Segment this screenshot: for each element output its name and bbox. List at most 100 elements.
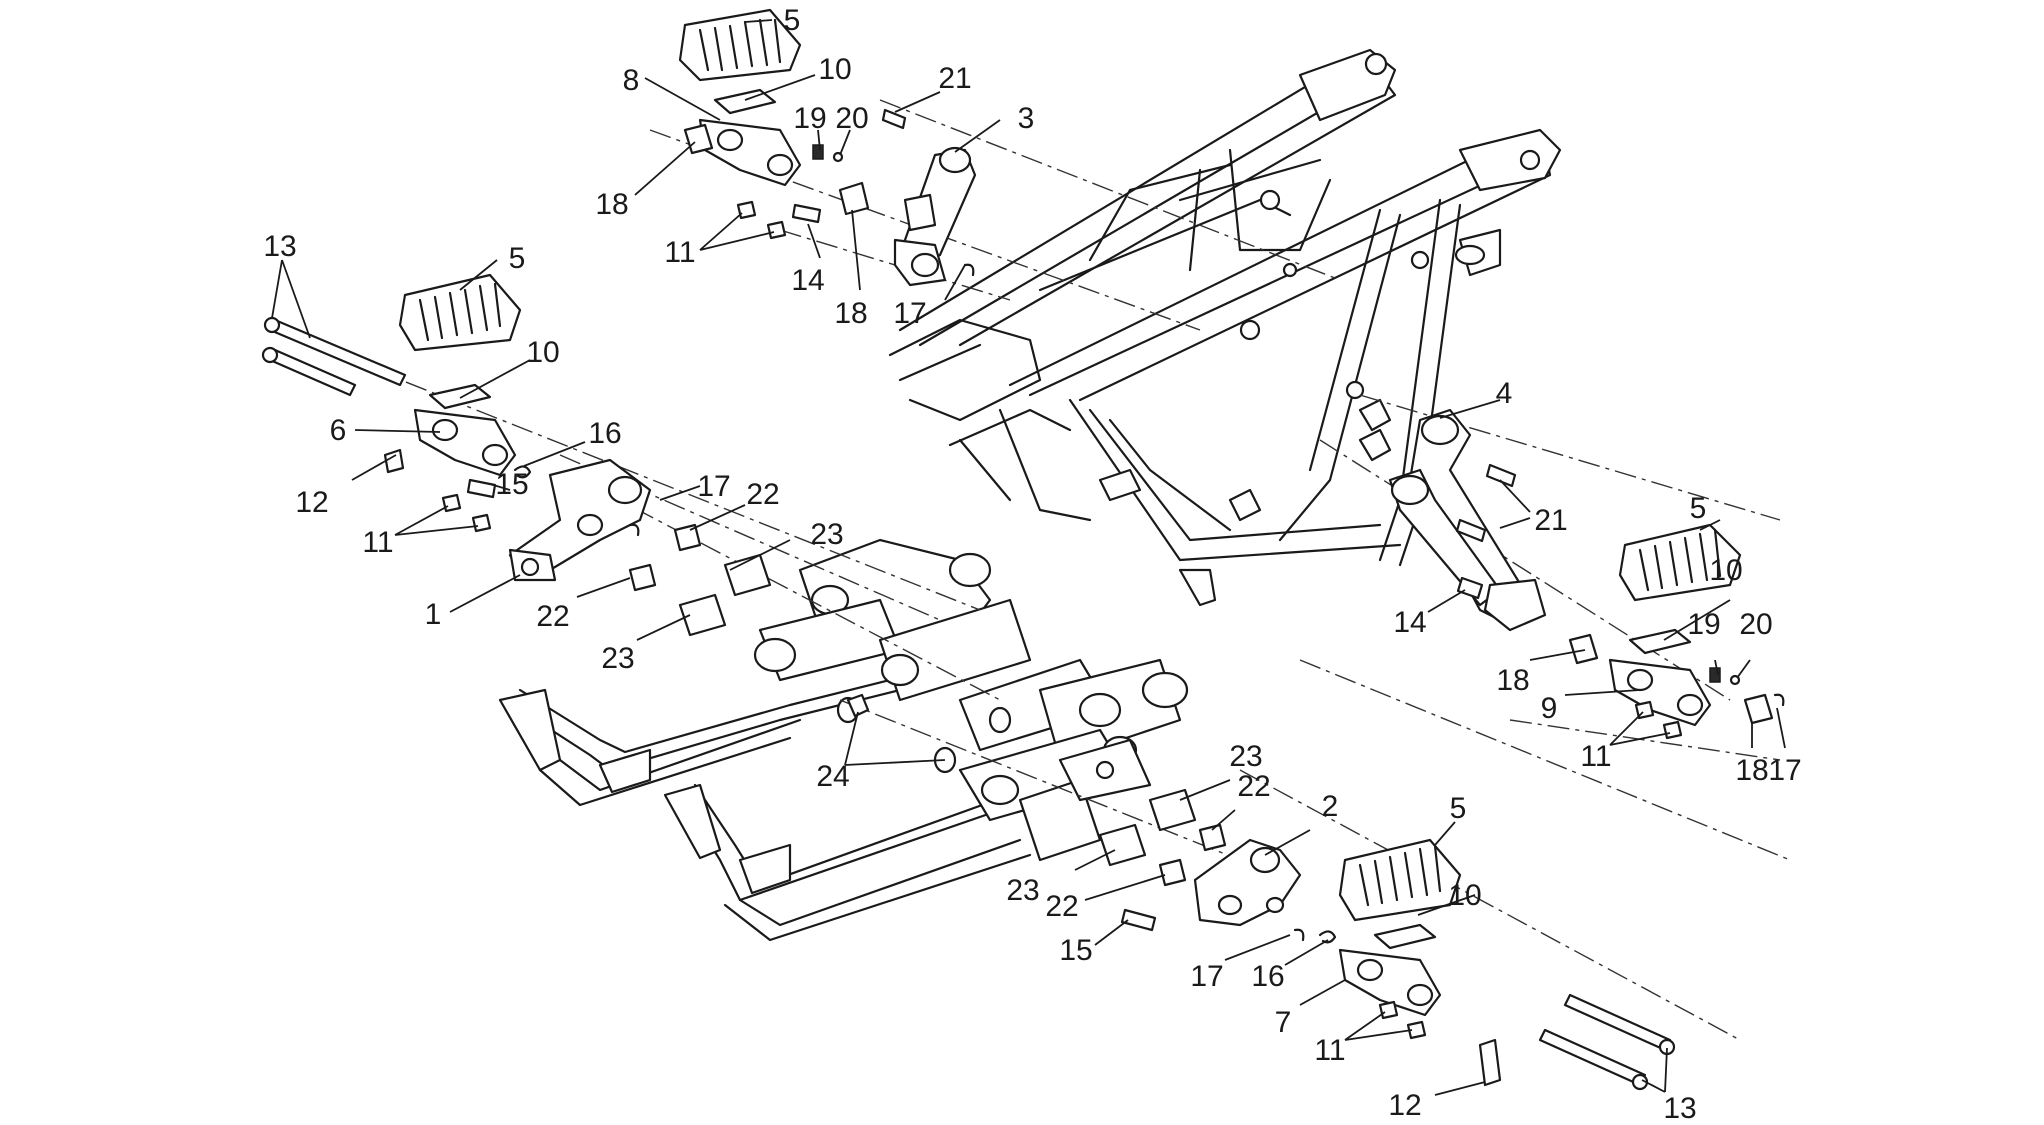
callout-label: 1 (425, 598, 442, 631)
circlip-17-right (1773, 693, 1785, 707)
screw-11-left-a (441, 493, 462, 513)
callout-label: 5 (1450, 792, 1467, 825)
callout-label: 16 (1251, 960, 1284, 993)
callout-label: 13 (263, 230, 296, 263)
screw-11-top-a (736, 200, 757, 220)
footpeg-rubber-left (398, 273, 522, 352)
bushing-22-b (628, 563, 657, 592)
sleeve-23-a (723, 553, 772, 597)
callout-label: 17 (1768, 754, 1801, 787)
circlip-17-bottom (1293, 928, 1305, 942)
callout-label: 4 (1496, 377, 1513, 410)
callout-label: 23 (601, 642, 634, 675)
sleeve-23-d (1098, 823, 1147, 867)
callout-label: 11 (1314, 1034, 1345, 1067)
pin-12-bottom (1478, 1038, 1502, 1087)
callout-label: 21 (1534, 504, 1567, 537)
callout-label: 11 (1580, 740, 1611, 773)
clip-16-bottom (1318, 930, 1337, 944)
callout-label: 18 (834, 297, 867, 330)
lever-1 (508, 458, 652, 582)
callout-label: 15 (495, 468, 528, 501)
pin-12-left (383, 448, 405, 474)
callout-label: 22 (536, 600, 569, 633)
screw-11-bottom-b (1406, 1020, 1427, 1040)
callout-label: 17 (893, 297, 926, 330)
callout-label: 10 (1709, 554, 1742, 587)
callout-label: 21 (938, 62, 971, 95)
callout-label: 18 (1735, 754, 1768, 787)
callout-label: 5 (784, 4, 801, 37)
clip-18-right-lower (1743, 693, 1774, 725)
nut-24 (846, 693, 870, 718)
callout-label: 24 (816, 760, 849, 793)
pin-14-top (791, 203, 822, 224)
callout-label: 17 (697, 470, 730, 503)
callout-label: 12 (295, 486, 328, 519)
callout-label: 22 (1045, 890, 1078, 923)
circlip-17-top (963, 263, 975, 277)
callout-label: 8 (623, 64, 640, 97)
sleeve-23-b (678, 593, 727, 637)
callout-label: 18 (595, 188, 628, 221)
callout-label: 23 (1006, 874, 1039, 907)
callout-label: 20 (835, 102, 868, 135)
callout-label: 20 (1739, 608, 1772, 641)
spring-19-top (812, 144, 824, 160)
rod-13-right-b (1563, 993, 1672, 1052)
callout-label: 23 (810, 518, 843, 551)
footpeg-bracket-6 (413, 408, 517, 477)
screw-11-right-b (1662, 720, 1683, 740)
callout-label: 14 (791, 264, 824, 297)
clip-18-right (1568, 633, 1599, 665)
callout-label: 6 (330, 414, 347, 447)
bushing-22-d (1158, 858, 1187, 887)
lower-subframe (498, 538, 1189, 942)
callout-label: 7 (1275, 1006, 1292, 1039)
footpeg-rubber-top (678, 8, 802, 82)
bushing-22-c (1198, 823, 1227, 852)
leader-lines (271, 19, 1786, 1096)
callout-labels: 5 10 8 21 19 20 3 18 11 14 18 17 13 5 10… (263, 4, 1801, 1125)
bolt-21-right-b (1455, 518, 1487, 543)
callout-label: 23 (1229, 740, 1262, 773)
footpeg-bracket-7 (1338, 948, 1442, 1017)
spring-19-right (1709, 667, 1721, 683)
callout-label: 16 (588, 417, 621, 450)
callout-label: 3 (1018, 102, 1035, 135)
footpeg-bracket-8 (698, 118, 802, 187)
plate-bottom (1373, 923, 1437, 950)
pin-14-right (1456, 576, 1484, 600)
hanger-4 (1388, 408, 1547, 632)
callout-label: 11 (664, 236, 695, 269)
callout-label: 17 (1190, 960, 1223, 993)
lever-2 (1193, 838, 1302, 927)
bolt-21-right-a (1485, 463, 1517, 488)
callout-label: 2 (1322, 790, 1339, 823)
callout-label: 12 (1388, 1089, 1421, 1122)
screw-11-left-b (471, 513, 492, 533)
callout-label: 9 (1541, 692, 1558, 725)
callout-label: 5 (509, 242, 526, 275)
callout-label: 22 (1237, 770, 1270, 803)
callout-label: 11 (362, 526, 393, 559)
rod-13-left-long (268, 318, 407, 387)
callout-label: 10 (818, 53, 851, 86)
hanger-3 (893, 146, 977, 287)
clip-18-mid (838, 181, 870, 216)
footpeg-rubber-bottom (1338, 838, 1462, 922)
plate-right (1628, 628, 1692, 655)
callout-label: 19 (1687, 608, 1720, 641)
callout-label: 13 (1663, 1092, 1696, 1125)
bushing-22-a (673, 523, 702, 552)
clip-16-left (513, 465, 532, 479)
callout-label: 22 (746, 478, 779, 511)
footpeg-bracket-9 (1608, 658, 1712, 727)
callout-label: 14 (1393, 606, 1426, 639)
circlip-17-left (628, 523, 640, 537)
callout-label: 10 (526, 336, 559, 369)
sleeve-23-c (1148, 788, 1197, 832)
plate-left (428, 383, 492, 410)
plate-top (713, 88, 777, 115)
